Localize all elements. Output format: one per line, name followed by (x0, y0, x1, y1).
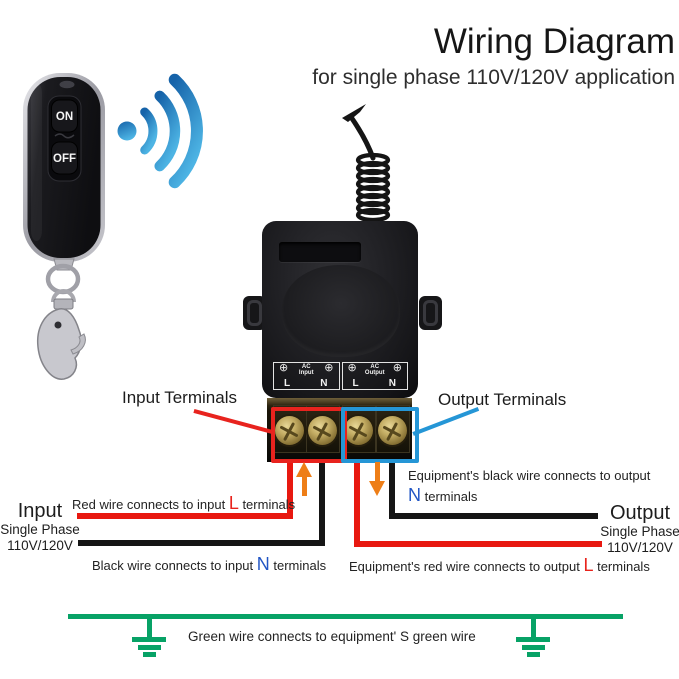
page-title: Wiring Diagram (433, 22, 675, 61)
output-black-wire (389, 513, 598, 519)
annotation-text: Black wire connects to input (92, 558, 257, 573)
annotation-text: Red wire connects to input (72, 497, 229, 512)
screw-icon: ⊕ (392, 362, 402, 374)
wifi-arc-1 (140, 107, 158, 155)
output-terminals-outline (341, 407, 419, 463)
wifi-arc-2 (154, 90, 181, 172)
antenna-wire (348, 114, 376, 161)
input-terminals-outline (271, 407, 347, 463)
ac-output-label-cell: ⊕ AC Output ⊕ L N (341, 362, 408, 390)
wifi-signal-icon (117, 73, 203, 189)
ac-input-title: AC Input (274, 364, 339, 376)
annotation-text: terminals (238, 497, 296, 512)
lobster-clasp (36, 308, 82, 380)
off-button (51, 141, 78, 175)
input-red-wire (77, 513, 293, 519)
off-button-label: OFF (53, 153, 76, 165)
input-voltage: 110V/120V (7, 538, 73, 553)
ac-output-line1: AC (370, 364, 380, 370)
arrow-down-icon (369, 462, 385, 496)
output-title: Output (609, 502, 671, 524)
terminal-screw-output-n (377, 416, 407, 445)
terminal-screw-input-l (274, 416, 304, 445)
keychain (36, 258, 86, 380)
ac-input-line2: Input (298, 370, 314, 376)
input-title: Input (17, 500, 63, 522)
mounting-ear-right (419, 296, 442, 330)
terminal-label-plate: ⊕ AC Input ⊕ L N ⊕ AC Output ⊕ L N (273, 362, 408, 390)
red-output-annotation: Equipment's red wire connects to output … (349, 555, 650, 576)
clasp-pivot (54, 321, 62, 329)
green-ground-wire (68, 614, 623, 619)
black-input-annotation: Black wire connects to input N terminals (92, 554, 326, 575)
panel-divider (54, 133, 75, 139)
input-black-wire-vertical (319, 450, 325, 546)
input-phase: Single Phase (0, 522, 80, 537)
ac-output-title: AC Output (343, 364, 408, 376)
on-button-label: ON (56, 111, 73, 123)
annotation-text: terminals (269, 558, 327, 573)
ac-input-label-cell: ⊕ AC Input ⊕ L N (273, 362, 340, 390)
n-terminal-letter: N (256, 554, 270, 574)
output-power-block: Output Single Phase 110V/120V (600, 502, 679, 556)
mounting-hole (423, 300, 438, 326)
input-l-marking: L (284, 378, 291, 389)
remote-body: ON OFF (23, 73, 105, 262)
ground-icon (515, 616, 551, 658)
antenna (342, 104, 391, 234)
mounting-ear-left (243, 296, 266, 330)
output-black-wire-vertical (389, 450, 395, 519)
remote-gloss (31, 83, 42, 241)
receiver-window (279, 242, 361, 262)
input-red-wire-vertical (287, 450, 293, 519)
output-red-wire (354, 541, 602, 547)
output-voltage: 110V/120V (607, 540, 673, 555)
wifi-arc-3 (168, 73, 203, 189)
l-terminal-letter: L (228, 493, 239, 513)
led-indicator (59, 80, 75, 89)
swivel-loop (51, 289, 76, 303)
screw-icon: ⊕ (324, 362, 334, 374)
l-terminal-letter: L (583, 555, 594, 575)
output-red-wire-vertical (354, 450, 360, 547)
input-terminals-label: Input Terminals (122, 388, 237, 407)
antenna-tip (342, 104, 366, 122)
clasp-lever (70, 333, 86, 355)
input-power-block: Input Single Phase 110V/120V (0, 500, 80, 554)
output-terminals-label: Output Terminals (438, 390, 567, 409)
input-black-wire (78, 540, 325, 546)
black-output-annotation-line2: N terminals (408, 485, 477, 506)
mounting-hole (247, 300, 262, 326)
output-n-marking: N (388, 378, 396, 389)
annotation-text: Equipment's red wire connects to output (349, 559, 584, 574)
green-wire-annotation: Green wire connects to equipment' S gree… (188, 629, 476, 644)
n-terminal-letter: N (408, 485, 421, 505)
arrow-up-icon (296, 462, 312, 496)
wifi-dot (117, 121, 137, 141)
red-input-annotation: Red wire connects to input L terminals (72, 493, 295, 514)
on-button (51, 99, 78, 133)
receiver-dome (282, 265, 400, 357)
remote-control: ON OFF (23, 73, 105, 380)
swivel-collar (53, 298, 74, 310)
output-phase: Single Phase (600, 524, 679, 539)
input-n-marking: N (320, 378, 328, 389)
output-l-marking: L (352, 378, 359, 389)
ground-icon (131, 616, 167, 658)
annotation-text: terminals (421, 489, 478, 504)
annotation-text: terminals (593, 559, 650, 574)
terminal-screw-output-l (343, 416, 373, 445)
screw-icon: ⊕ (347, 362, 357, 374)
ac-output-line2: Output (364, 370, 385, 376)
antenna-coil (355, 152, 391, 223)
screw-icon: ⊕ (279, 362, 289, 374)
page-subtitle: for single phase 110V/120V application (312, 66, 675, 89)
terminal-screw-input-n (307, 416, 337, 445)
ac-input-line1: AC (301, 364, 311, 370)
receiver-box: ⊕ AC Input ⊕ L N ⊕ AC Output ⊕ L N (243, 221, 442, 463)
black-output-annotation-line1: Equipment's black wire connects to outpu… (408, 468, 651, 483)
